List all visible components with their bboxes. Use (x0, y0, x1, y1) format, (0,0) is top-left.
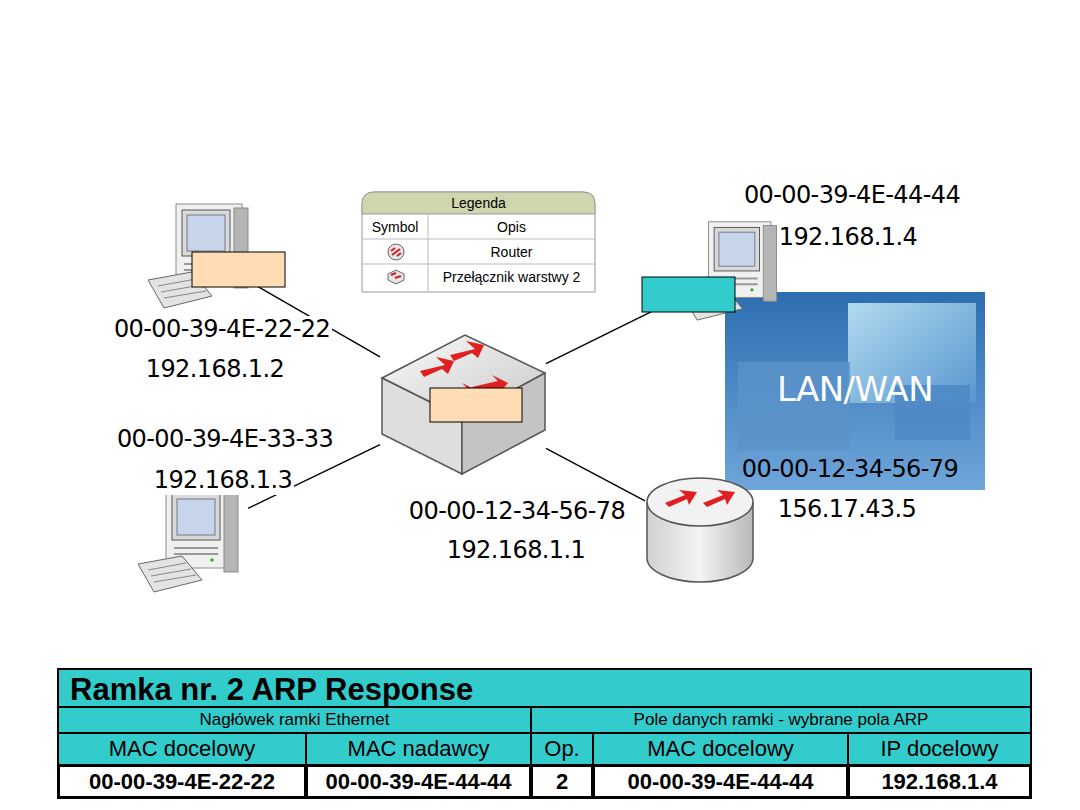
switch-node (380, 333, 546, 476)
router-body (388, 244, 404, 260)
table-column-header: Op. (530, 732, 594, 766)
table-column-header: MAC docelowy (57, 732, 307, 766)
address-label: 192.168.1.4 (777, 224, 919, 252)
switch-body (388, 270, 404, 284)
table-value: 00-00-39-4E-22-22 (57, 764, 307, 799)
router-arrows (391, 248, 401, 256)
table-column-header: IP docelowy (847, 732, 1032, 766)
computer-node: 00-00-39-4E-33-33192.168.1.3 (138, 470, 248, 600)
address-label: 00-00-39-4E-44-44 (742, 182, 962, 210)
address-label: 156.17.43.5 (776, 496, 918, 524)
table-value: 192.168.1.4 (847, 764, 1032, 799)
empty-highlight-box (192, 252, 285, 287)
network-link (546, 448, 645, 500)
legend-column-header: Symbol (362, 215, 428, 239)
empty-highlight-box (642, 277, 735, 312)
address-label: 192.168.1.3 (152, 467, 294, 495)
address-label: 00-00-39-4E-22-22 (112, 316, 332, 344)
address-label: 00-00-39-4E-33-33 (115, 426, 335, 454)
table-column-header: MAC nadawcy (305, 732, 532, 766)
table-title: Ramka nr. 2 ARP Response (68, 672, 475, 708)
network-label: LAN/WAN (775, 370, 935, 409)
table-value: 2 (530, 764, 594, 799)
switch-symbol (386, 267, 406, 287)
legend-column-header: Opis (428, 215, 595, 239)
table-group-header: Pole danych ramki - wybrane pola ARP (530, 706, 1032, 734)
router-symbol (386, 242, 406, 262)
switch-arrows (391, 273, 401, 278)
table-value: 00-00-39-4E-44-44 (305, 764, 532, 799)
address-label: 00-00-12-34-56-78 (407, 498, 627, 526)
address-label: 192.168.1.2 (144, 356, 286, 384)
computer-node: 00-00-39-4E-22-22192.168.1.2 (148, 200, 258, 310)
router-node: 00-00-12-34-56-78192.168.1.100-00-12-34-… (645, 475, 755, 585)
address-label: 192.168.1.1 (445, 537, 587, 565)
computer-node: 00-00-39-4E-44-44192.168.1.4 (690, 215, 782, 325)
table-column-header: MAC docelowy (592, 732, 849, 766)
empty-highlight-box (430, 388, 522, 422)
legend-title: Legenda (362, 192, 595, 214)
table-value: 00-00-39-4E-44-44 (592, 764, 849, 799)
table-group-header: Nagłówek ramki Ethernet (57, 706, 532, 734)
legend-text: Router (428, 240, 595, 264)
address-label: 00-00-12-34-56-79 (740, 456, 960, 484)
legend-text: Przełącznik warstwy 2 (428, 265, 595, 289)
